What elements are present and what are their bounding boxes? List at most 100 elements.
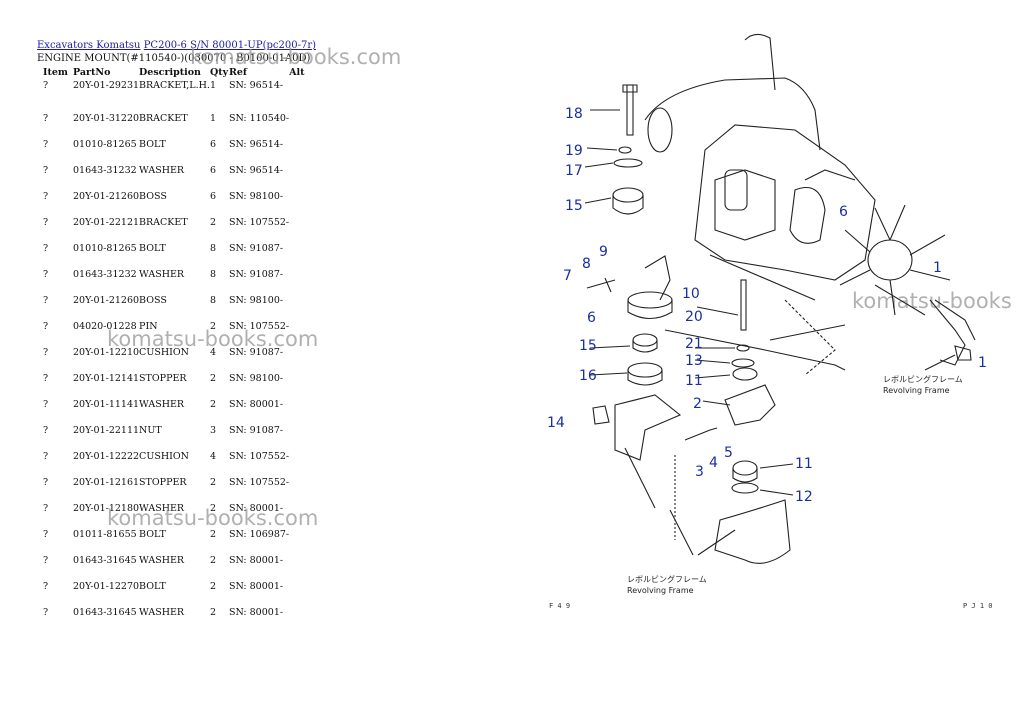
cell-alt bbox=[289, 496, 304, 522]
callout-label: 21 bbox=[685, 336, 703, 352]
cell-description: BOLT bbox=[139, 581, 166, 592]
frame-label-en: Revolving Frame bbox=[627, 586, 694, 595]
corner-code-left: F 4 9 bbox=[549, 602, 570, 610]
corner-code-right: P J 1 0 bbox=[963, 602, 993, 610]
cell-qty: 6 bbox=[209, 191, 216, 202]
cell-alt bbox=[289, 418, 304, 444]
cell-item: ? bbox=[43, 503, 49, 514]
cell-item: ? bbox=[43, 607, 49, 618]
cell-qty: 1 bbox=[209, 80, 216, 91]
cell-partno: 20Y-01-22121 bbox=[73, 217, 140, 228]
cell-qty: 2 bbox=[209, 217, 216, 228]
cell-alt bbox=[289, 444, 304, 470]
cell-qty: 6 bbox=[209, 165, 216, 176]
callout-label: 15 bbox=[579, 338, 597, 354]
cell-item: ? bbox=[43, 295, 49, 306]
cell-alt bbox=[289, 600, 304, 626]
cell-description: WASHER bbox=[139, 555, 185, 566]
cell-partno: 20Y-01-11141 bbox=[73, 399, 140, 410]
cell-qty: 2 bbox=[209, 503, 216, 514]
cell-ref: SN: 91087- bbox=[228, 425, 284, 436]
callout-label: 12 bbox=[795, 489, 813, 505]
callout-label: 14 bbox=[547, 415, 565, 431]
diagram-callouts: 18 19 17 15 9 8 7 6 10 20 21 15 13 11 16… bbox=[547, 106, 987, 505]
cell-item: ? bbox=[43, 425, 49, 436]
header-item: Item bbox=[43, 67, 68, 78]
cell-alt bbox=[289, 236, 304, 262]
callout-label: 6 bbox=[839, 204, 848, 220]
cell-alt bbox=[289, 392, 304, 418]
cell-ref: SN: 80001- bbox=[228, 555, 284, 566]
cell-qty: 6 bbox=[209, 139, 216, 150]
callout-label: 11 bbox=[795, 456, 813, 472]
cell-item: ? bbox=[43, 269, 49, 280]
cell-qty: 2 bbox=[209, 477, 216, 488]
cell-item: ? bbox=[43, 243, 49, 254]
cell-alt bbox=[289, 470, 304, 496]
cell-qty: 8 bbox=[209, 295, 216, 306]
cell-description: WASHER bbox=[139, 399, 185, 410]
cell-ref: SN: 91087- bbox=[228, 243, 284, 254]
breadcrumb-link-excavators[interactable]: Excavators Komatsu bbox=[37, 40, 141, 51]
cell-partno: 01643-31645 bbox=[73, 607, 137, 618]
cell-item: ? bbox=[43, 477, 49, 488]
callout-label: 1 bbox=[933, 260, 942, 276]
parts-diagram: 18 19 17 15 9 8 7 6 10 20 21 15 13 11 16… bbox=[547, 33, 993, 610]
cell-alt bbox=[289, 210, 304, 236]
cell-qty: 2 bbox=[209, 399, 216, 410]
header-description: Description bbox=[139, 67, 201, 78]
callout-label: 7 bbox=[563, 268, 572, 284]
cell-partno: 04020-01228 bbox=[73, 321, 137, 332]
cell-ref: SN: 80001- bbox=[228, 607, 284, 618]
cell-item: ? bbox=[43, 80, 49, 91]
cell-alt bbox=[289, 106, 304, 132]
cell-description: WASHER bbox=[139, 269, 185, 280]
breadcrumb: Excavators Komatsu PC200-6 S/N 80001-UP(… bbox=[37, 40, 316, 52]
cell-ref: SN: 80001- bbox=[228, 581, 284, 592]
cell-description: STOPPER bbox=[139, 373, 187, 384]
cell-alt bbox=[289, 262, 304, 288]
cell-description: NUT bbox=[139, 425, 162, 436]
cell-alt bbox=[289, 522, 304, 548]
cell-partno: 20Y-01-29231 bbox=[73, 80, 140, 91]
frame-label-en: Revolving Frame bbox=[883, 386, 950, 395]
cell-description: BOLT bbox=[139, 243, 166, 254]
breadcrumb-link-model[interactable]: PC200-6 S/N 80001-UP(pc200-7r) bbox=[143, 40, 316, 51]
cell-qty: 4 bbox=[209, 451, 216, 462]
cell-description: CUSHION bbox=[139, 451, 189, 462]
cell-qty: 3 bbox=[209, 425, 216, 436]
frame-label-jp: レボルビングフレーム bbox=[883, 374, 963, 384]
cell-item: ? bbox=[43, 191, 49, 202]
cell-qty: 2 bbox=[209, 607, 216, 618]
cell-qty: 8 bbox=[209, 269, 216, 280]
cell-ref: SN: 91087- bbox=[228, 269, 284, 280]
header-alt: Alt bbox=[289, 67, 305, 78]
cell-partno: 20Y-01-22111 bbox=[73, 425, 140, 436]
cell-partno: 01011-81655 bbox=[73, 529, 137, 540]
cell-partno: 20Y-01-21260 bbox=[73, 295, 140, 306]
callout-label: 19 bbox=[565, 143, 583, 159]
header-partno: PartNo bbox=[73, 67, 111, 78]
cell-qty: 1 bbox=[209, 113, 216, 124]
cell-item: ? bbox=[43, 581, 49, 592]
callout-label: 2 bbox=[693, 396, 702, 412]
parts-table: Item PartNo Description Qty Ref Alt ?20Y… bbox=[37, 67, 305, 626]
cell-ref: SN: 98100- bbox=[228, 191, 284, 202]
cell-description: BOLT bbox=[139, 139, 166, 150]
cell-partno: 01010-81265 bbox=[73, 243, 137, 254]
cell-alt bbox=[289, 184, 304, 210]
cell-ref: SN: 96514- bbox=[228, 80, 284, 91]
cell-item: ? bbox=[43, 373, 49, 384]
header-qty: Qty bbox=[209, 67, 229, 78]
diagram-drawing bbox=[584, 33, 976, 564]
callout-label: 8 bbox=[582, 256, 591, 272]
